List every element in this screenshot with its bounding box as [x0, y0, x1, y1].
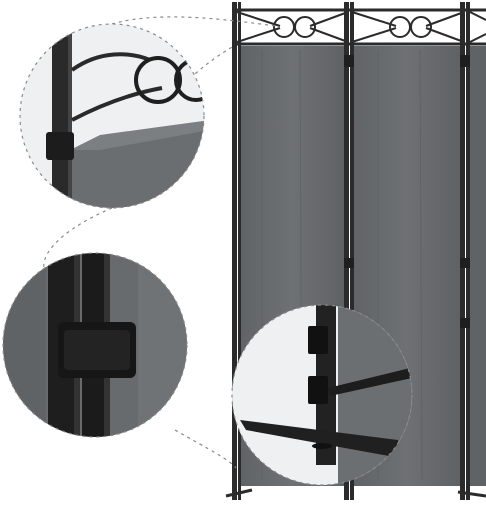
- frame-poles: [232, 2, 470, 500]
- detail-circle-top: [19, 23, 205, 209]
- detail-circle-foot: [231, 304, 413, 486]
- detail-circle-hinge: [2, 252, 188, 438]
- fabric-panel-right: [470, 46, 486, 486]
- top-ornament: [236, 11, 486, 43]
- room-divider: [225, 2, 486, 500]
